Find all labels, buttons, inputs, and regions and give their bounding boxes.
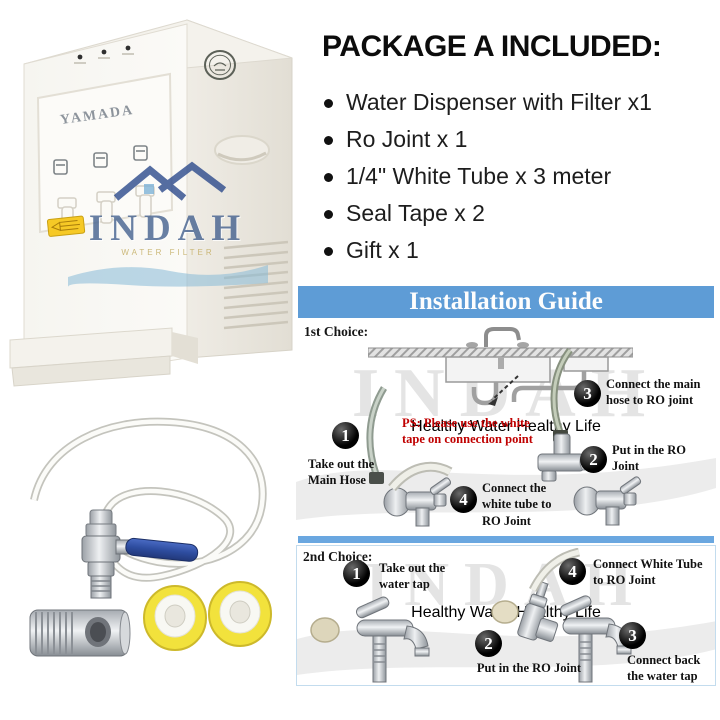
step-text: Connect the main hose to RO joint [606,377,701,408]
water-dispenser-photo: YAMADA INDAH WATER FILTER [2,2,302,402]
package-item: Seal Tape x 2 [322,195,718,232]
ro-valve-graphic [81,509,199,599]
step-text: Connect White Tube to RO Joint [593,557,703,588]
tee-adapter-graphic [29,609,131,657]
package-item: 1/4" White Tube x 3 meter [322,158,718,195]
step-badge: 1 [332,422,359,449]
warning-sticker [46,215,86,237]
step-badge: 2 [475,630,502,657]
accessories-photo [12,404,294,716]
package-item: Ro Joint x 1 [322,121,718,158]
guide-banner: Installation Guide [298,286,714,318]
package-section: PACKAGE A INCLUDED: Water Dispenser with… [322,30,718,269]
seal-tape-graphic [208,581,272,647]
water-type-icons [53,145,148,175]
package-title: PACKAGE A INCLUDED: [322,30,662,63]
second-choice-section: INDAH Healthy Water Healthy Life 2nd Cho… [296,545,716,686]
drip-tray-side [172,332,198,364]
accessories-graphic [29,417,272,657]
white-tube-graphic [388,461,453,492]
package-item: Water Dispenser with Filter x1 [322,84,718,121]
ps-note: PS: Please use the white tape on connect… [402,416,533,446]
step-text: Connect back the water tap [627,653,701,684]
section-divider [298,536,714,543]
watermark-house-icon [113,161,227,201]
step-badge: 3 [619,622,646,649]
water-tap-graphic [310,596,430,683]
valve-blue-handle [125,537,199,562]
first-choice-label: 1st Choice: [304,324,369,339]
indicator-lights [74,45,134,64]
package-item: Gift x 1 [322,232,718,269]
drip-tray-lip [11,355,171,387]
watermark-name: INDAH [88,208,248,249]
step-badge: 3 [574,380,601,407]
ro-joint-graphic [491,580,559,642]
angle-valve-graphic [573,476,642,526]
white-tube-graphic [528,548,581,592]
step-badge: 1 [343,560,370,587]
step-text: Take out the water tap [379,561,446,592]
main-hose-graphic [366,386,388,484]
watermark-tagline: WATER FILTER [121,248,215,257]
first-choice-section: INDAH Healthy Water Healthy Life 1st Cho… [296,320,716,534]
installation-guide: Installation Guide INDAH Healthy Water H… [296,286,716,688]
step-badge: 4 [450,486,477,513]
step-text: Connect the white tube to RO Joint [482,481,552,528]
step-badge: 4 [559,558,586,585]
handle-indent [214,135,270,165]
step-badge: 2 [580,446,607,473]
photo-watermark: INDAH WATER FILTER [60,160,276,294]
sink-diagram [368,327,633,406]
seal-tape-graphic [143,585,207,651]
guide-title: Installation Guide [409,288,603,315]
package-items: Water Dispenser with Filter x1 Ro Joint … [322,84,718,269]
step-text: Put in the RO Joint [612,443,686,474]
ro-joint-graphic [537,433,588,482]
step-text: Put in the RO Joint [476,661,582,675]
watermark-swoosh [68,265,268,287]
brand-badge [204,50,236,80]
water-dispenser-graphic [9,19,293,387]
step-text: Take out the Main Hose [308,457,375,488]
